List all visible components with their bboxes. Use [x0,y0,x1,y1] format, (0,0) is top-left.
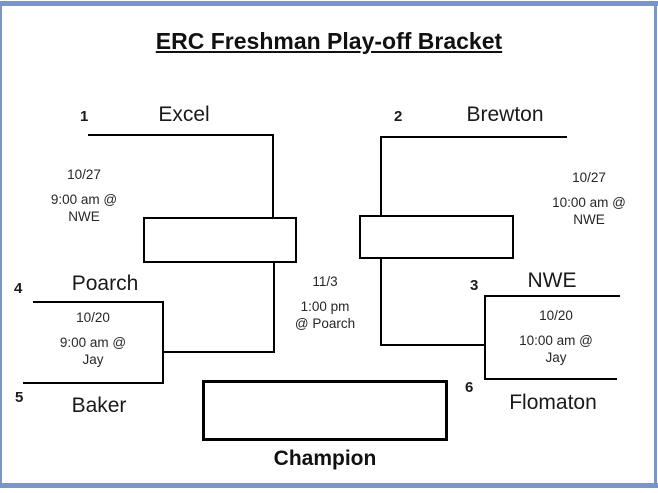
final-date: 11/3 [312,274,338,289]
game-info-firstround-left: 10/20 9:00 am @ Jay [38,309,148,368]
firstround-left-date: 10/20 [76,310,110,325]
firstround-left-join-line [162,301,164,384]
team-excel: Excel [158,103,210,126]
semifinal-left-venue: NWE [68,209,100,224]
champion-box [202,380,448,441]
seed-4: 4 [14,280,23,297]
firstround-left-venue: Jay [82,352,104,367]
seed-1: 1 [80,108,89,125]
team-brewton: Brewton [466,103,544,126]
brewton-drop-line [380,136,382,215]
page-title: ERC Freshman Play-off Bracket [155,28,503,54]
excel-drop-line [272,134,274,218]
page-border-left [0,1,2,488]
nwe-line [484,295,620,297]
page-border-bottom [0,483,658,488]
final-time: 1:00 pm [300,299,350,314]
firstround-left-time: 9:00 am @ [59,335,127,350]
game-info-semifinal-right: 10/27 10:00 am @ NWE [534,169,644,228]
firstround-right-time: 10:00 am @ [519,333,593,348]
semifinal-right-venue: NWE [573,212,605,227]
champion-label: Champion [273,447,377,470]
firstround-right-date: 10/20 [539,308,573,323]
game-info-final: 11/3 1:00 pm @ Poarch [270,273,380,332]
flomaton-line [484,378,617,380]
seed-5: 5 [15,389,24,406]
team-flomaton: Flomaton [509,391,597,414]
poarch-line [33,301,164,303]
semifinal-left-time: 9:00 am @ [50,192,118,207]
firstround-right-join-line [484,295,486,380]
seed-6: 6 [465,379,474,396]
semifinal-right-time: 10:00 am @ [552,195,626,210]
semifinal-left-date: 10/27 [67,167,101,182]
team-nwe: NWE [527,269,577,292]
firstround-left-advance-line [162,351,275,353]
page-border-right [654,1,657,488]
final-venue: @ Poarch [294,316,356,331]
semifinal-right-winner-box [359,215,514,259]
firstround-right-venue: Jay [545,350,567,365]
game-info-firstround-right: 10/20 10:00 am @ Jay [501,307,611,366]
seed-2: 2 [394,108,403,125]
excel-line [88,134,274,136]
semifinal-right-advance-line [380,257,382,346]
firstround-right-advance-line [380,344,486,346]
semifinal-left-winner-box [143,217,297,263]
brewton-line [380,136,567,138]
semifinal-left-advance-line [273,261,275,353]
baker-line [23,382,164,384]
team-baker: Baker [71,394,127,417]
team-poarch: Poarch [71,272,139,295]
page-border-top [0,1,658,6]
seed-3: 3 [470,277,479,294]
game-info-semifinal-left: 10/27 9:00 am @ NWE [29,166,139,225]
semifinal-right-date: 10/27 [572,170,606,185]
